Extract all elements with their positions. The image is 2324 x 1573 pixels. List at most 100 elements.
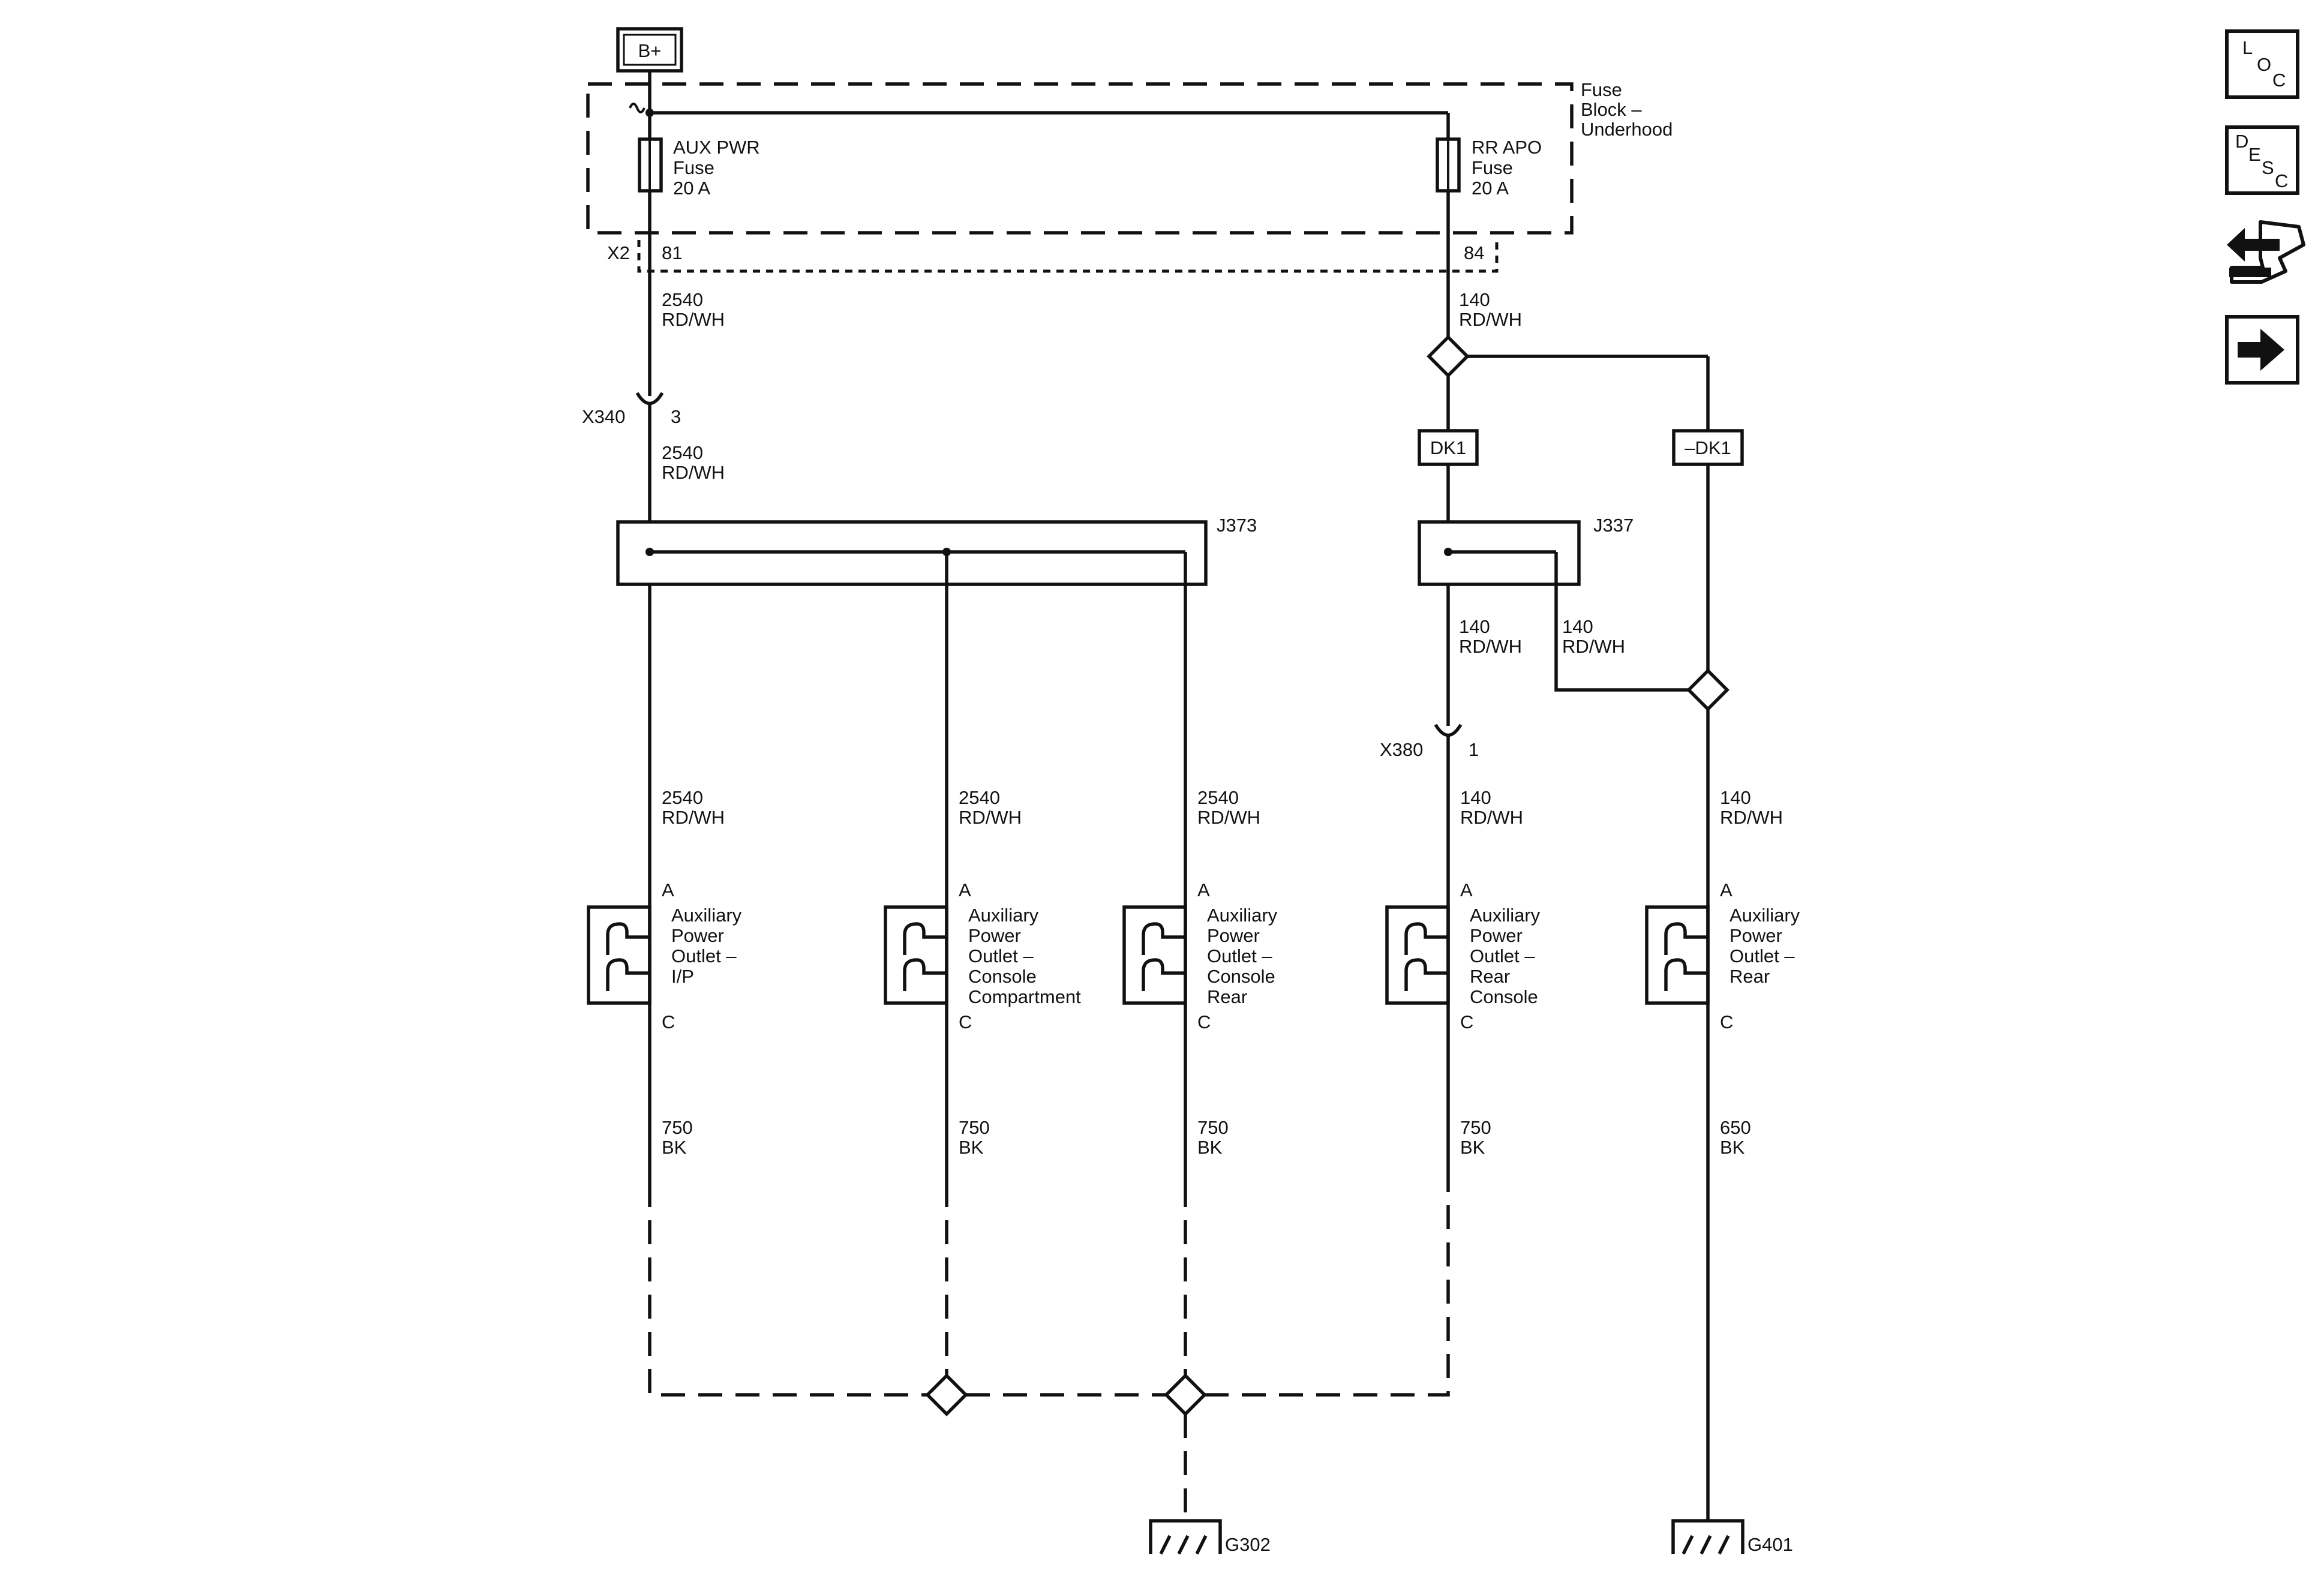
fuse-block-label-1: Fuse [1581, 79, 1622, 100]
outlet-pin-c: C [662, 1011, 675, 1032]
outlet-name-line: Rear [1470, 966, 1510, 987]
outlet-name-line: Power [671, 925, 724, 946]
svg-text:C: C [2272, 70, 2286, 91]
wire-aux-top-color: RD/WH [662, 309, 725, 330]
j337-splice-pack: J337 [1418, 515, 1730, 907]
arrow-right-icon [2238, 329, 2284, 371]
svg-text:C: C [2275, 170, 2288, 191]
connector-icon [2227, 220, 2305, 284]
outlet-pin-a: A [1720, 879, 1733, 900]
outlet-body [1385, 905, 1450, 1005]
ground-bus [648, 1183, 1710, 1521]
dk1-label: DK1 [1430, 437, 1466, 458]
outlet-name-line: Power [1207, 925, 1260, 946]
x2-connector: X2 81 84 [607, 240, 1499, 273]
outlet-name-line: Rear [1730, 966, 1770, 987]
x380-pin: 1 [1469, 739, 1479, 760]
aux-fuse-label-1: AUX PWR [673, 137, 760, 158]
outlet-name-line: Rear [1207, 986, 1247, 1007]
fusible-link-symbol [629, 103, 645, 113]
wire-rr-top-color: RD/WH [1459, 309, 1522, 330]
loc-button[interactable]: L O C [2225, 29, 2299, 99]
ground-wire-circuit: 750 [1197, 1117, 1229, 1138]
outlet-wire-circuit: 2540 [662, 787, 703, 808]
connector-button[interactable] [2227, 220, 2305, 284]
rr-fuse-rating: 20 A [1472, 178, 1509, 199]
x2-pin-81: 81 [662, 242, 682, 263]
not-dk1-option-box [1672, 429, 1744, 466]
desc-button[interactable]: D E S C [2225, 125, 2299, 195]
g401-label: G401 [1747, 1534, 1793, 1555]
outlet-pin-c: C [1720, 1011, 1733, 1032]
svg-text:L: L [2242, 37, 2253, 58]
not-dk1-label: –DK1 [1685, 437, 1731, 458]
outlet-name-line: Power [968, 925, 1021, 946]
wire-j337-out2-color: RD/WH [1562, 636, 1625, 657]
rr-apo-fuse: RR APO Fuse 20 A [1436, 137, 1542, 351]
x380-label: X380 [1380, 739, 1423, 760]
ground-wire-color: BK [959, 1137, 984, 1158]
ground-wire-color: BK [1720, 1137, 1745, 1158]
outlet-name-line: I/P [671, 966, 694, 987]
outlet-pin-c: C [1460, 1011, 1473, 1032]
outlet-name-line: Outlet – [1470, 945, 1535, 966]
rr-fuse-label-2: Fuse [1472, 157, 1513, 178]
outlet-wire-color: RD/WH [1720, 807, 1783, 828]
battery-source: B+ [616, 27, 683, 73]
outlet-name-line: Auxiliary [671, 905, 742, 926]
ground-wire-circuit: 750 [959, 1117, 990, 1138]
outlet-wire-color: RD/WH [662, 807, 725, 828]
svg-text:D: D [2235, 131, 2248, 152]
wire-aux-mid-circuit: 2540 [662, 442, 703, 463]
outlet-body [1645, 905, 1710, 1005]
aux-pwr-fuse: AUX PWR Fuse 20 A [638, 113, 760, 396]
next-page-button[interactable] [2225, 315, 2299, 385]
x340-label: X340 [582, 406, 625, 427]
x2-pin-84: 84 [1464, 242, 1484, 263]
svg-text:S: S [2262, 157, 2274, 178]
wire-j337-out1-circuit: 140 [1459, 616, 1490, 637]
ground-wire-color: BK [662, 1137, 687, 1158]
svg-text:O: O [2257, 54, 2271, 75]
outlet-name-line: Power [1730, 925, 1782, 946]
description-icon: D E S C [2235, 131, 2288, 191]
outlet-pin-a: A [662, 879, 674, 900]
wire-aux-top-circuit: 2540 [662, 289, 703, 310]
x2-label: X2 [607, 242, 630, 263]
ground-wire-circuit: 750 [1460, 1117, 1491, 1138]
ground-wire-color: BK [1197, 1137, 1223, 1158]
outlet-wire-circuit: 2540 [959, 787, 1000, 808]
outlet-pin-c: C [1197, 1011, 1211, 1032]
outlet-name-line: Outlet – [1730, 945, 1795, 966]
outlet-name-line: Auxiliary [968, 905, 1039, 926]
wire-j337-out1-color: RD/WH [1459, 636, 1522, 657]
outlet-wire-color: RD/WH [1460, 807, 1523, 828]
outlet-name-line: Outlet – [671, 945, 737, 966]
outlet-name-line: Auxiliary [1730, 905, 1800, 926]
outlet-name-line: Console [1470, 986, 1538, 1007]
outlet-pin-c: C [959, 1011, 972, 1032]
ground-wire-circuit: 750 [662, 1117, 693, 1138]
outlet-name-line: Outlet – [1207, 945, 1272, 966]
fuse-block-label-3: Underhood [1581, 119, 1673, 140]
ground-g401: G401 [1671, 1519, 1793, 1555]
outlet-wire-circuit: 2540 [1197, 787, 1239, 808]
outlet-name-line: Compartment [968, 986, 1081, 1007]
battery-label: B+ [638, 40, 662, 61]
g302-label: G302 [1225, 1534, 1271, 1555]
outlet-name-line: Console [1207, 966, 1275, 987]
ground-wire-circuit: 650 [1720, 1117, 1751, 1138]
outlet-name-line: Outlet – [968, 945, 1034, 966]
wire-aux-mid-color: RD/WH [662, 462, 725, 483]
j337-label: J337 [1593, 515, 1634, 536]
outlet-pin-a: A [959, 879, 971, 900]
fuse-block-label-2: Block – [1581, 99, 1642, 120]
outlet-pin-a: A [1197, 879, 1210, 900]
x380-connector: X380 1 [1380, 724, 1479, 907]
outlet-body [884, 905, 948, 1005]
